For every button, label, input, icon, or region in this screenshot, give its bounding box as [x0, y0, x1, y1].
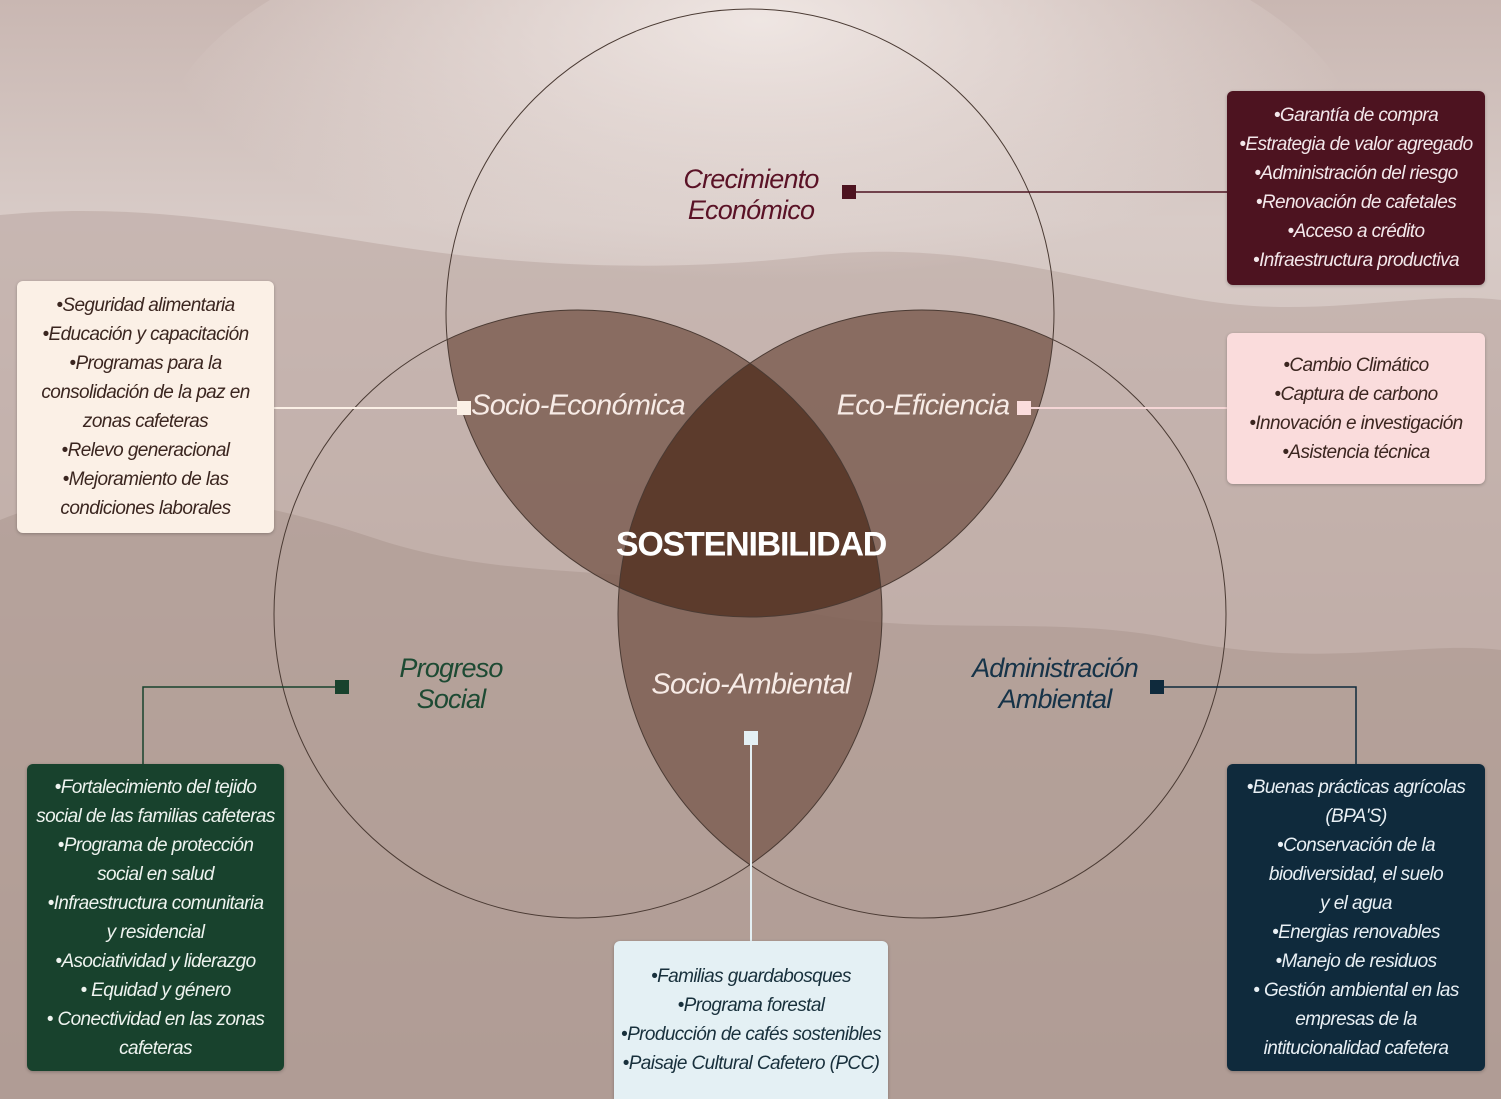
list-item: •Innovación e investigación — [1249, 412, 1463, 434]
list-item: condiciones laborales — [60, 498, 231, 519]
list-item: •Garantía de compra — [1273, 105, 1439, 126]
label-eco-eficiencia: Eco-Eficiencia — [836, 389, 1010, 422]
list-item: •Buenas prácticas agrícolas — [1246, 776, 1466, 798]
label-line: Ambiental — [998, 684, 1113, 714]
list-item: • Gestión ambiental en las — [1253, 979, 1459, 1001]
label-line: Administración — [972, 653, 1139, 683]
marker-eco-efficiency — [1017, 401, 1031, 415]
list-item: (BPA'S) — [1325, 805, 1387, 827]
list-item: •Acceso a crédito — [1287, 221, 1426, 242]
list-item: •Mejoramiento de las — [62, 469, 229, 490]
circle-crecimiento-economico — [445, 8, 1055, 618]
label-sostenibilidad: SOSTENIBILIDAD — [615, 525, 888, 564]
list-item: •Relevo generacional — [61, 440, 230, 461]
box-administracion-ambiental: •Buenas prácticas agrícolas (BPA'S) •Con… — [1227, 764, 1485, 1071]
list-item: •Asociatividad y liderazgo — [55, 950, 256, 972]
connector-environmental — [1157, 686, 1357, 764]
marker-socio-economic — [457, 401, 471, 415]
label-socio-economica: Socio-Económica — [471, 389, 685, 422]
box-socio-ambiental: •Familias guardabosques •Programa forest… — [614, 941, 888, 1099]
list-item: •Administración del riesgo — [1254, 163, 1458, 184]
list-item: cafeteras — [119, 1037, 192, 1059]
list-item: consolidación de la paz en — [41, 382, 250, 403]
list-item: •Producción de cafés sostenibles — [621, 1024, 882, 1045]
list-item: •Programa de protección — [57, 834, 254, 856]
box-crecimiento-economico: •Garantía de compra •Estrategia de valor… — [1227, 91, 1485, 285]
list-item: •Infraestructura comunitaria — [47, 892, 264, 914]
circle-administracion-ambiental — [617, 309, 1227, 919]
list-item: • Conectividad en las zonas — [46, 1008, 265, 1030]
overlap-sostenibilidad — [618, 310, 882, 617]
list-item: •Programa forestal — [677, 995, 825, 1016]
list-item: • Equidad y género — [80, 979, 231, 1001]
label-line: Social — [416, 684, 487, 714]
list-item: •Energias renovables — [1272, 921, 1440, 943]
box-progreso-social: •Fortalecimiento del tejido social de la… — [27, 764, 284, 1071]
list-item: y el agua — [1320, 892, 1392, 914]
list-item: biodiversidad, el suelo — [1268, 863, 1444, 885]
list-item: •Programas para la — [69, 353, 222, 374]
list-item: intitucionalidad cafetera — [1263, 1037, 1449, 1059]
list-item: •Educación y capacitación — [42, 324, 249, 345]
list-item: •Infraestructura productiva — [1253, 250, 1459, 271]
marker-economic — [842, 185, 856, 199]
list-item: social en salud — [97, 863, 214, 885]
label-line: Crecimiento — [683, 164, 819, 194]
list-item: •Fortalecimiento del tejido — [54, 776, 257, 798]
list-item: y residencial — [106, 921, 205, 943]
marker-socio-environmental — [744, 731, 758, 745]
list-item: •Seguridad alimentaria — [56, 295, 235, 316]
marker-environmental — [1150, 680, 1164, 694]
label-line: Progreso — [399, 653, 503, 683]
label-socio-ambiental: Socio-Ambiental — [651, 668, 851, 701]
label-progreso-social: Progreso Social — [399, 653, 503, 715]
light-glow — [160, 0, 1360, 410]
box-socio-economica: •Seguridad alimentaria •Educación y capa… — [17, 281, 274, 533]
list-item: zonas cafeteras — [82, 411, 209, 432]
list-item: •Conservación de la — [1277, 834, 1436, 856]
label-line: Económico — [687, 195, 815, 225]
circle-progreso-social — [273, 309, 883, 919]
list-item: •Asistencia técnica — [1282, 441, 1430, 463]
marker-social — [335, 680, 349, 694]
list-item: •Cambio Climático — [1283, 354, 1429, 376]
list-item: •Captura de carbono — [1274, 383, 1438, 405]
list-item: social de las familias cafeteras — [36, 805, 275, 827]
list-item: •Familias guardabosques — [651, 966, 851, 987]
connector-social — [142, 686, 342, 764]
list-item: empresas de la — [1295, 1008, 1417, 1030]
list-item: •Renovación de cafetales — [1255, 192, 1457, 213]
list-item: •Paisaje Cultural Cafetero (PCC) — [622, 1053, 880, 1074]
list-item: •Manejo de residuos — [1275, 950, 1437, 972]
label-administracion-ambiental: Administración Ambiental — [972, 653, 1139, 715]
box-eco-eficiencia: •Cambio Climático •Captura de carbono •I… — [1227, 333, 1485, 484]
list-item: •Estrategia de valor agregado — [1239, 134, 1473, 155]
label-crecimiento-economico: Crecimiento Económico — [683, 164, 819, 226]
